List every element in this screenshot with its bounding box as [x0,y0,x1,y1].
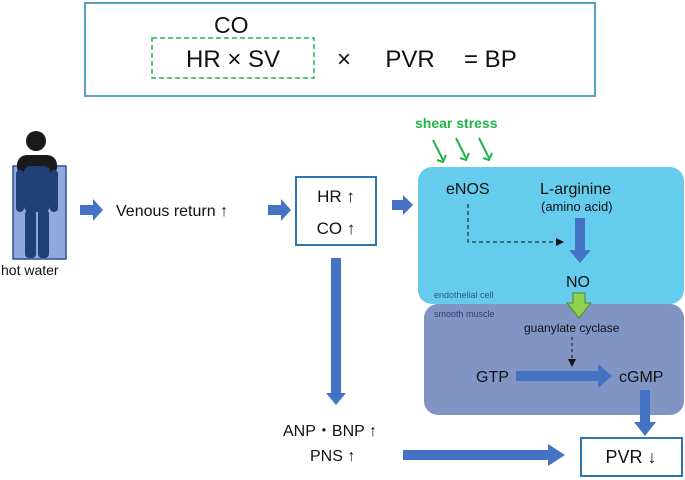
cgmp-label: cGMP [619,369,663,386]
person-left-leg-icon [25,210,36,258]
hot-water-caption: hot water [1,262,59,278]
shear-stress-label: shear stress [415,115,498,131]
arrow-co-to-anp [326,258,346,405]
gtp-label: GTP [476,369,509,386]
shear-stress-arrows [432,137,493,164]
co-dashed-box [151,37,315,79]
arrow-to-pvr-result [403,444,565,466]
gtp-to-cgmp-arrow [516,364,612,388]
co-label: CO [214,12,249,38]
arrow-to-venous-return [80,199,103,221]
times-operator: × [337,46,351,73]
anp-bnp-label: ANP・BNP ↑ [283,423,377,440]
endothelial-cell-caption: endothelial cell [434,290,494,300]
endothelial-cell-region [418,167,684,304]
guanylate-cyclase-label: guanylate cyclase [524,321,620,335]
person-left-arm-icon [16,170,24,212]
pvr-down-label: PVR ↓ [605,447,656,467]
smooth-muscle-region [424,304,684,415]
person-in-water [12,131,67,260]
pvr-term: PVR [385,46,434,73]
person-right-leg-icon [38,210,49,258]
person-right-arm-icon [50,170,58,212]
formula-box [84,2,596,97]
l-arginine-label: L-arginine [540,181,611,198]
enos-dashed-arrow [467,204,564,246]
cgmp-to-pvr-arrow [634,390,656,436]
pns-label: PNS ↑ [310,448,355,465]
no-green-arrow [565,292,593,319]
amino-acid-label: (amino acid) [541,199,613,214]
arginine-to-no-arrow [569,218,591,263]
pvr-result-box [580,437,683,477]
arrow-to-endothelial [392,195,413,215]
smooth-muscle-caption: smooth muscle [434,309,495,319]
enos-label: eNOS [446,181,490,198]
person-torso-icon [24,166,50,212]
person-head-icon [26,131,46,151]
venous-return-label: Venous return ↑ [116,203,228,220]
equals-bp-term: = BP [464,46,517,73]
arrow-to-hr-co [268,199,291,221]
hr-sv-term: HR × SV [186,46,280,73]
hr-label: HR ↑ [317,187,355,206]
no-label: NO [566,274,590,291]
hr-co-box [295,176,377,246]
co-up-label: CO ↑ [317,219,356,238]
